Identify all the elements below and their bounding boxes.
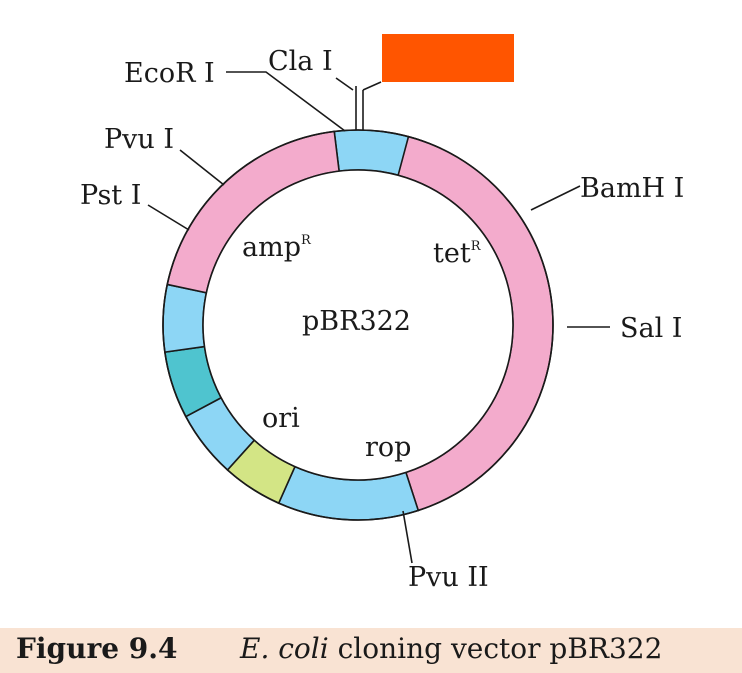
amp-gene-superscript: R (301, 233, 312, 248)
tet-gene-superscript: R (471, 239, 482, 254)
tet-gene-base: tet (433, 238, 471, 269)
bamhi-label: BamH I (580, 173, 684, 204)
figure-caption: Figure 9.4 E. coli cloning vector pBR322 (0, 628, 742, 673)
ecori-leader (226, 71, 346, 132)
figure-number: Figure 9.4 (16, 632, 178, 665)
clai-leader (335, 77, 354, 91)
psti-leader (147, 204, 190, 231)
pvuii-label: Pvu II (408, 562, 489, 593)
bamhi-leader (530, 185, 581, 211)
rop-label: rop (365, 432, 411, 463)
organism-name: E. coli (240, 632, 329, 665)
plasmid-name-label: pBR322 (302, 306, 411, 337)
backbone-segment-left (162, 283, 208, 354)
ori-label: ori (262, 403, 300, 434)
ring-outer-outline (162, 129, 554, 521)
description-text: cloning vector pBR322 (328, 632, 663, 665)
amp-gene-label: ampR (242, 232, 312, 263)
tet-gene-label: tetR (433, 238, 482, 269)
ecori-label: EcoR I (124, 58, 215, 89)
ring-inner-outline (202, 169, 514, 481)
sali-label: Sal I (620, 313, 682, 344)
insert-dna-box (382, 34, 514, 82)
insert-lead-diag (362, 81, 382, 91)
figure-description: E. coli cloning vector pBR322 (240, 632, 662, 665)
pvui-label: Pvu I (104, 124, 174, 155)
clai-label: Cla I (268, 46, 333, 77)
amp-gene-base: amp (242, 232, 301, 263)
pvui-leader (179, 149, 225, 186)
plasmid-map: EcoR I Cla I Pvu I Pst I BamH I Sal I Pv… (80, 34, 684, 593)
pvuii-leader (402, 510, 413, 564)
psti-label: Pst I (80, 180, 141, 211)
